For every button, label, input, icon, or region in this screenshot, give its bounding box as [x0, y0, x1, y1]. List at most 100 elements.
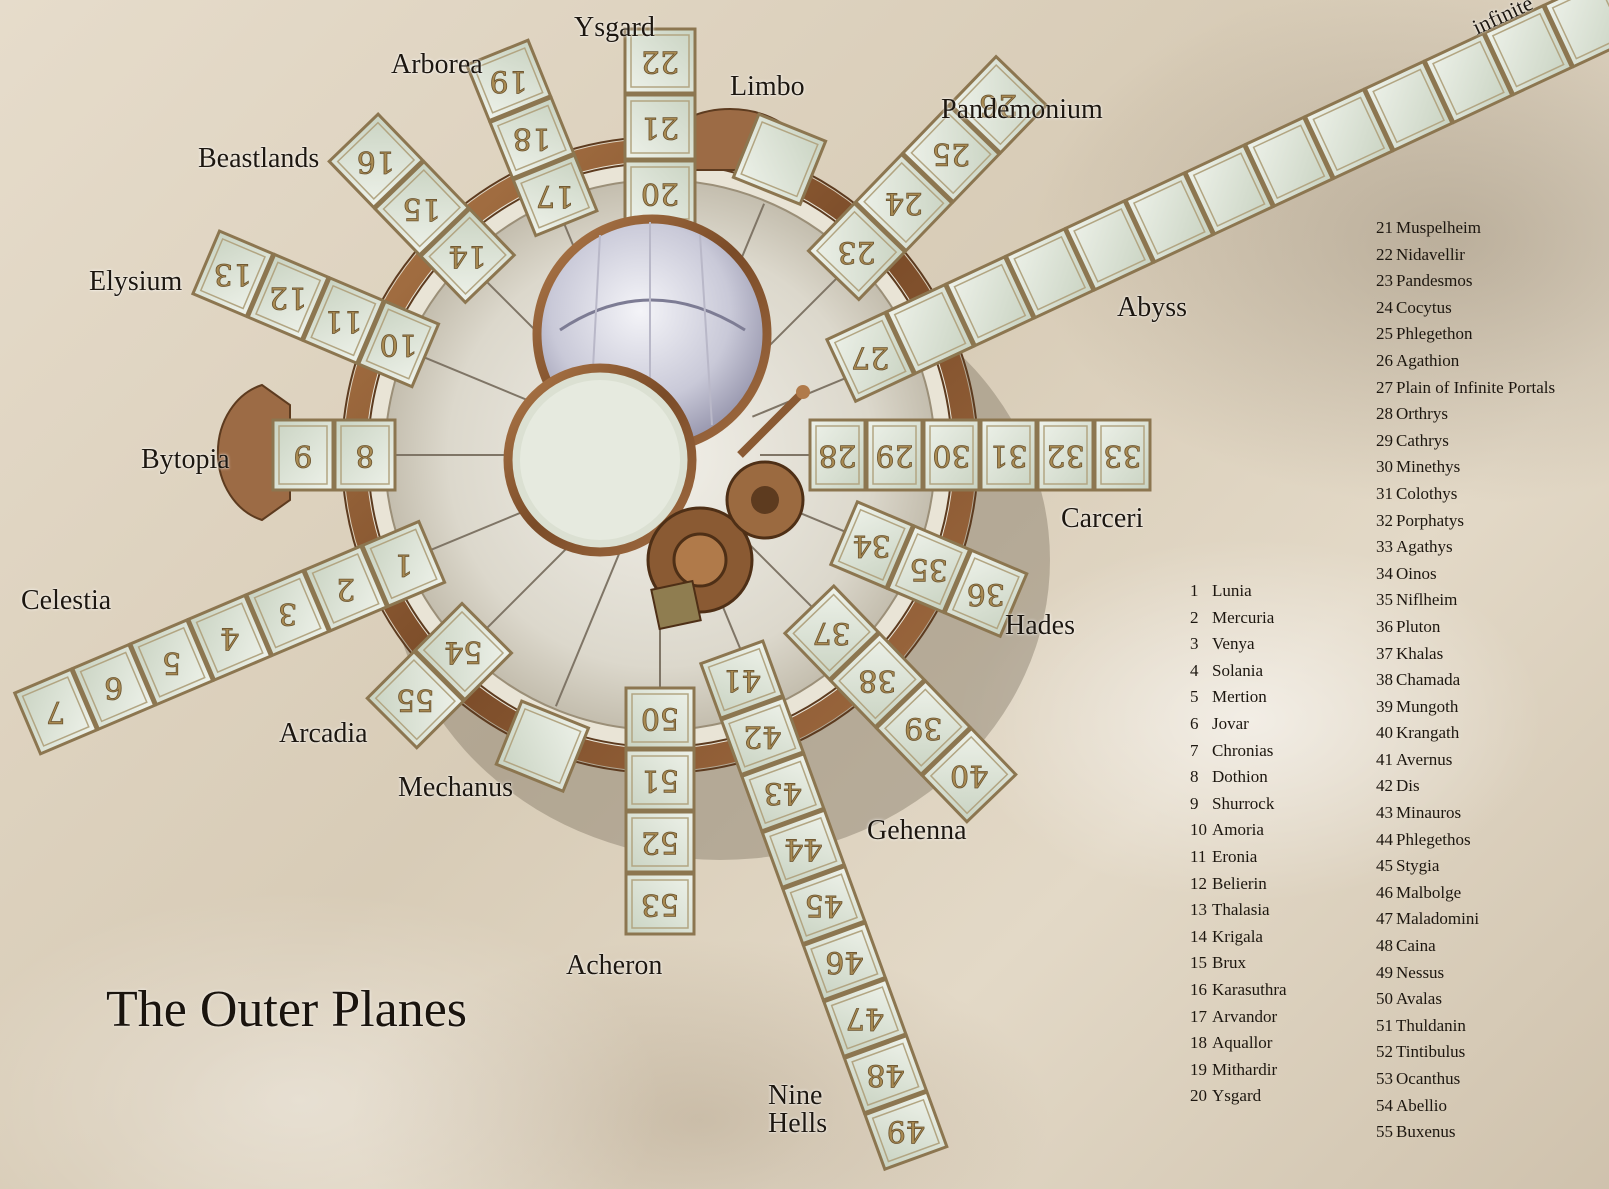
layer-number: 18	[513, 120, 551, 155]
legend-item: 14Krigala	[1190, 924, 1287, 951]
legend-number: 39	[1376, 694, 1396, 721]
layer-number: 25	[932, 136, 970, 171]
legend-number: 49	[1376, 960, 1396, 987]
legend-item: 36Pluton	[1376, 614, 1555, 641]
legend-item: 9Shurrock	[1190, 791, 1287, 818]
layer-number: 53	[641, 887, 679, 922]
legend-name: Lunia	[1212, 581, 1252, 600]
legend-number: 41	[1376, 747, 1396, 774]
legend-number: 48	[1376, 933, 1396, 960]
legend-name: Thalasia	[1212, 900, 1270, 919]
legend-item: 42Dis	[1376, 773, 1555, 800]
legend-item: 35Niflheim	[1376, 587, 1555, 614]
legend-name: Orthrys	[1396, 404, 1448, 423]
plane-label-gehenna: Gehenna	[867, 817, 967, 845]
legend-item: 52Tintibulus	[1376, 1039, 1555, 1066]
legend-item: 4Solania	[1190, 658, 1287, 685]
legend-name: Minethys	[1396, 457, 1460, 476]
legend-item: 44Phlegethos	[1376, 827, 1555, 854]
legend-name: Aquallor	[1212, 1033, 1272, 1052]
legend-number: 35	[1376, 587, 1396, 614]
legend-name: Khalas	[1396, 644, 1443, 663]
legend-name: Buxenus	[1396, 1122, 1456, 1141]
plane-label-beastlands: Beastlands	[198, 145, 319, 173]
legend-number: 11	[1190, 844, 1212, 871]
legend-number: 7	[1190, 738, 1212, 765]
legend-number: 1	[1190, 578, 1212, 605]
legend-item: 2Mercuria	[1190, 605, 1287, 632]
plane-label-mechanus: Mechanus	[398, 774, 513, 802]
layer-number: 45	[805, 888, 843, 923]
legend-name: Maladomini	[1396, 909, 1479, 928]
plane-arm-bytopia: 89	[273, 420, 395, 490]
plane-label-acheron: Acheron	[566, 952, 662, 980]
legend-number: 37	[1376, 641, 1396, 668]
legend-number: 34	[1376, 561, 1396, 588]
layer-number: 14	[448, 238, 486, 273]
legend-name: Oinos	[1396, 564, 1437, 583]
legend-number: 12	[1190, 871, 1212, 898]
legend-name: Mertion	[1212, 687, 1267, 706]
legend-item: 43Minauros	[1376, 800, 1555, 827]
layer-number: 40	[950, 758, 988, 793]
legend-item: 46Malbolge	[1376, 880, 1555, 907]
layer-tile-53: 53	[626, 874, 694, 934]
plane-label-abyss: Abyss	[1117, 294, 1187, 322]
legend-number: 45	[1376, 853, 1396, 880]
legend-item: 23Pandesmos	[1376, 268, 1555, 295]
layer-tile-9: 9	[273, 420, 333, 490]
legend-name: Avalas	[1396, 989, 1442, 1008]
plane-label-limbo: Limbo	[730, 73, 805, 101]
plane-label-nine-hells: Nine Hells	[768, 1082, 827, 1138]
legend-number: 27	[1376, 375, 1396, 402]
legend-name: Krangath	[1396, 723, 1459, 742]
legend-number: 3	[1190, 631, 1212, 658]
legend-name: Cocytus	[1396, 298, 1452, 317]
layer-number: 55	[396, 682, 434, 717]
legend-item: 21Muspelheim	[1376, 215, 1555, 242]
legend-number: 40	[1376, 720, 1396, 747]
layer-number: 34	[853, 527, 891, 562]
legend-item: 13Thalasia	[1190, 897, 1287, 924]
layer-number: 42	[743, 718, 781, 753]
legend-number: 4	[1190, 658, 1212, 685]
legend-name: Thuldanin	[1396, 1016, 1466, 1035]
layer-number: 29	[875, 438, 913, 473]
legend-number: 30	[1376, 454, 1396, 481]
layer-tile-21: 21	[625, 95, 695, 159]
legend-item: 41Avernus	[1376, 747, 1555, 774]
legend-name: Agathion	[1396, 351, 1459, 370]
layer-number: 21	[641, 110, 679, 145]
layer-number: 8	[355, 438, 374, 473]
legend-name: Ysgard	[1212, 1086, 1261, 1105]
legend-name: Abellio	[1396, 1096, 1447, 1115]
layer-number: 49	[887, 1113, 925, 1148]
legend-name: Tintibulus	[1396, 1042, 1465, 1061]
legend-number: 50	[1376, 986, 1396, 1013]
layer-tile-29: 29	[867, 420, 922, 490]
legend-item: 45Stygia	[1376, 853, 1555, 880]
legend-item: 3Venya	[1190, 631, 1287, 658]
legend-item: 7Chronias	[1190, 738, 1287, 765]
legend-name: Avernus	[1396, 750, 1452, 769]
legend-number: 26	[1376, 348, 1396, 375]
legend-item: 22Nidavellir	[1376, 242, 1555, 269]
legend-number: 36	[1376, 614, 1396, 641]
plane-label-celestia: Celestia	[21, 587, 111, 615]
legend-item: 31Colothys	[1376, 481, 1555, 508]
layer-number: 46	[825, 944, 863, 979]
layer-number: 5	[162, 645, 181, 680]
legend-item: 26Agathion	[1376, 348, 1555, 375]
legend-item: 33Agathys	[1376, 534, 1555, 561]
layer-tile-31: 31	[981, 420, 1036, 490]
legend-number: 46	[1376, 880, 1396, 907]
legend-number: 54	[1376, 1093, 1396, 1120]
legend-item: 24Cocytus	[1376, 295, 1555, 322]
